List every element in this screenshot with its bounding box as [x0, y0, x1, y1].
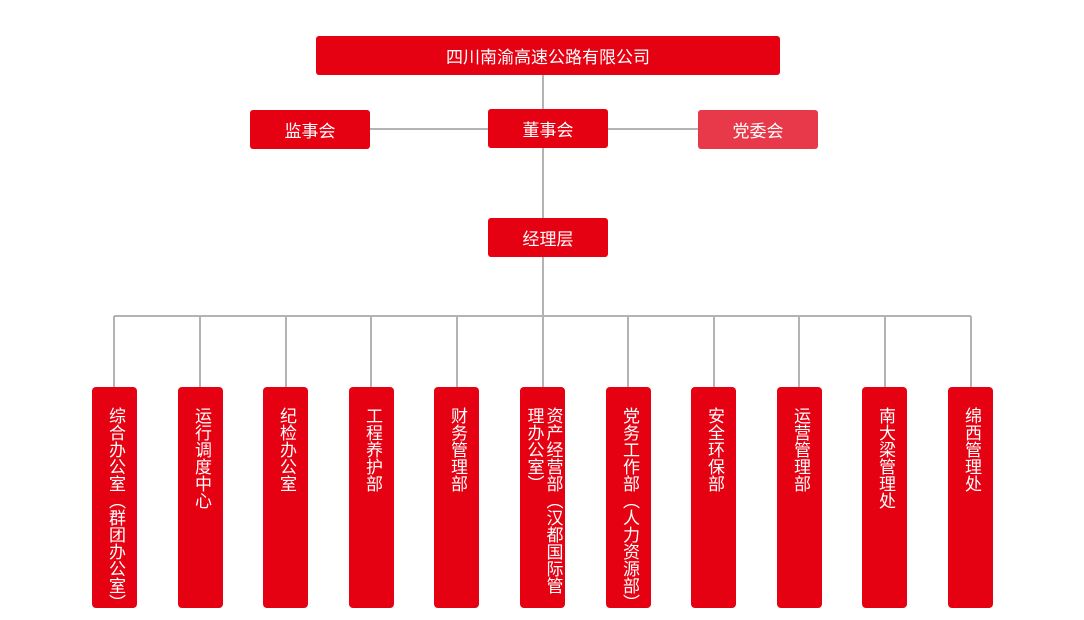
department-node: 党务工作部（人力资源部） [606, 387, 651, 611]
board-of-directors-node: 董事会 [488, 109, 608, 148]
department-node: 运营管理部 [777, 387, 822, 608]
supervisory-board-label: 监事会 [284, 122, 336, 142]
supervisory-board-node: 监事会 [250, 110, 370, 149]
department-node: 纪检办公室 [263, 387, 308, 608]
management-node: 经理层 [488, 218, 608, 257]
company-name: 四川南渝高速公路有限公司 [446, 48, 650, 68]
department-label: 运行调度中心 [191, 407, 211, 509]
department-node: 综合办公室（群团办公室） [92, 387, 137, 611]
department-label: 工程养护部 [362, 407, 382, 492]
department-node: 财务管理部 [434, 387, 479, 608]
department-label: 党务工作部（人力资源部） [619, 407, 639, 611]
department-label: 纪检办公室 [276, 407, 296, 492]
department-label: 综合办公室（群团办公室） [105, 407, 125, 611]
department-node: 资产经营部（汉都国际管理办公室） [520, 387, 565, 608]
party-committee-label: 党委会 [732, 122, 784, 142]
department-label: 财务管理部 [447, 407, 467, 492]
department-label: 绵西管理处 [961, 407, 981, 492]
department-node: 绵西管理处 [948, 387, 993, 608]
party-committee-node: 党委会 [698, 110, 818, 149]
company-node: 四川南渝高速公路有限公司 [316, 36, 780, 75]
department-label: 南大梁管理处 [875, 407, 895, 509]
management-label: 经理层 [522, 230, 574, 250]
department-label: 安全环保部 [704, 407, 724, 492]
department-label: 运营管理部 [790, 407, 810, 492]
department-node: 南大梁管理处 [862, 387, 907, 608]
board-of-directors-label: 董事会 [522, 121, 574, 141]
department-node: 安全环保部 [691, 387, 736, 608]
department-node: 运行调度中心 [178, 387, 223, 608]
department-label: 资产经营部（汉都国际管理办公室） [523, 407, 563, 594]
department-node: 工程养护部 [349, 387, 394, 608]
